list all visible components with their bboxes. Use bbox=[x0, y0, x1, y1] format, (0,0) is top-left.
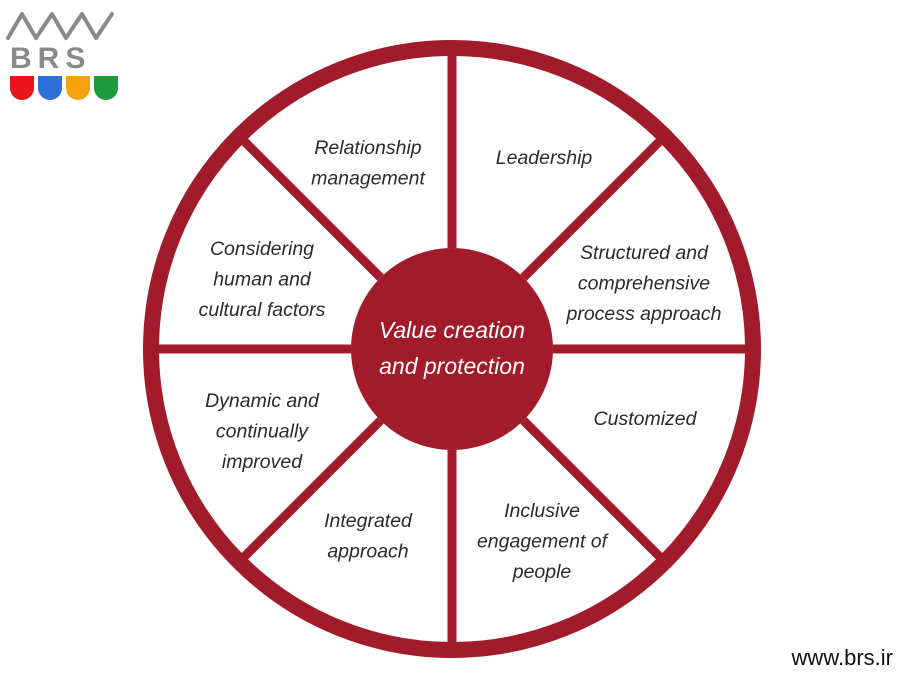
logo-dot bbox=[94, 76, 118, 100]
segment-label: improved bbox=[222, 451, 303, 473]
spoke bbox=[520, 417, 668, 565]
logo-chevron-icon bbox=[6, 12, 114, 40]
outer-ring bbox=[143, 40, 761, 658]
segment-label: approach bbox=[327, 541, 408, 563]
logo-dot bbox=[66, 76, 90, 100]
logo-dots bbox=[10, 76, 118, 100]
logo-dot bbox=[10, 76, 34, 100]
website-url: www.brs.ir bbox=[791, 645, 893, 670]
spokes bbox=[152, 49, 752, 649]
segment-label: Structured and bbox=[580, 242, 709, 264]
brs-logo: BRS bbox=[6, 12, 118, 100]
segment-label: engagement of bbox=[477, 531, 610, 553]
center-label-line-2: and protection bbox=[379, 353, 525, 379]
center-hub bbox=[351, 248, 553, 450]
logo-dot bbox=[38, 76, 62, 100]
segment-label: people bbox=[512, 561, 572, 583]
segment-label: management bbox=[311, 168, 426, 190]
spoke bbox=[520, 133, 668, 281]
segment-label: cultural factors bbox=[199, 299, 326, 321]
spoke bbox=[236, 417, 384, 565]
segment-label: continually bbox=[216, 421, 309, 443]
segment-label: human and bbox=[213, 269, 312, 291]
wheel: Value creation and protection Leadership… bbox=[143, 40, 761, 658]
segment-label: comprehensive bbox=[578, 273, 710, 295]
segment-label: Leadership bbox=[496, 147, 593, 169]
spoke bbox=[236, 133, 384, 281]
segment-label: process approach bbox=[565, 303, 721, 325]
logo-wordmark: BRS bbox=[10, 42, 91, 75]
segment-label: Customized bbox=[594, 408, 698, 430]
segment-label: Dynamic and bbox=[205, 390, 320, 412]
segment-label: Relationship bbox=[314, 137, 421, 159]
center-label-line-1: Value creation bbox=[379, 317, 525, 343]
segment-label: Inclusive bbox=[504, 500, 580, 522]
segment-label: Considering bbox=[210, 238, 314, 260]
segment-label: Integrated bbox=[324, 510, 413, 532]
